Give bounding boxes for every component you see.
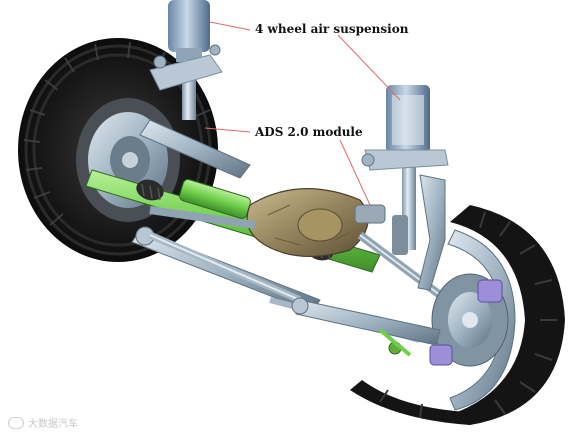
right-air-strut bbox=[361, 85, 449, 291]
right-wheel-cutaway bbox=[350, 205, 565, 425]
watermark-text: 大数据汽车 bbox=[28, 419, 78, 430]
left-air-strut bbox=[149, 0, 223, 120]
ads-module-callout: ADS 2.0 module bbox=[255, 125, 363, 139]
watermark: 大数据汽车 bbox=[8, 415, 78, 430]
right-lower-arm bbox=[291, 297, 441, 357]
watermark-logo-icon bbox=[8, 416, 24, 429]
air-suspension-callout: 4 wheel air suspension bbox=[255, 22, 409, 36]
differential bbox=[246, 188, 386, 257]
leader-lines bbox=[204, 21, 401, 206]
